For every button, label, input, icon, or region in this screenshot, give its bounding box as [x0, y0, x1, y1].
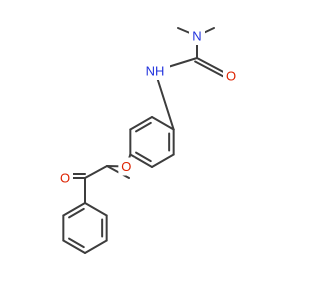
bond-ring2-a: [84, 202, 108, 217]
molecule-structure: N O NH O O: [57, 27, 239, 254]
atom-o-ether: O: [121, 159, 131, 174]
bond-ring1-f: [129, 116, 153, 131]
bond-ring2-d: [62, 239, 86, 254]
atom-o-urea-bg: [223, 67, 239, 85]
bond-nh-ring: [154, 70, 175, 131]
atom-n-dimethyl: N: [192, 29, 201, 44]
structure-canvas: N O NH O O: [57, 27, 239, 254]
bond-ch-ketone-c: [84, 165, 108, 179]
atom-o-ether-bg: [118, 157, 135, 176]
bond-ring1-c: [151, 153, 175, 168]
atom-o-carbonyl-urea: O: [226, 69, 236, 84]
atom-n-dimethyl-bg: [189, 27, 205, 45]
bond-ring2-f-inner: [68, 207, 85, 219]
atom-layer: N O NH O O: [57, 27, 239, 187]
atom-o-ketone: O: [60, 171, 70, 186]
bond-ring1-d: [129, 153, 153, 168]
bond-ring1-d-inner: [135, 151, 152, 163]
atom-nh-bg: [140, 62, 170, 80]
bond-layer: [62, 27, 232, 254]
bond-ring2-d-inner: [68, 237, 85, 249]
atom-o-ketone-bg: [57, 169, 73, 187]
atom-nh-urea: NH: [146, 64, 165, 79]
bond-ring2-f: [62, 202, 86, 217]
bond-ch-methyl: [106, 165, 130, 179]
bond-ring2-c: [84, 239, 108, 254]
bond-ring1-a: [151, 116, 175, 131]
bond-ring1-f-inner: [135, 121, 152, 133]
